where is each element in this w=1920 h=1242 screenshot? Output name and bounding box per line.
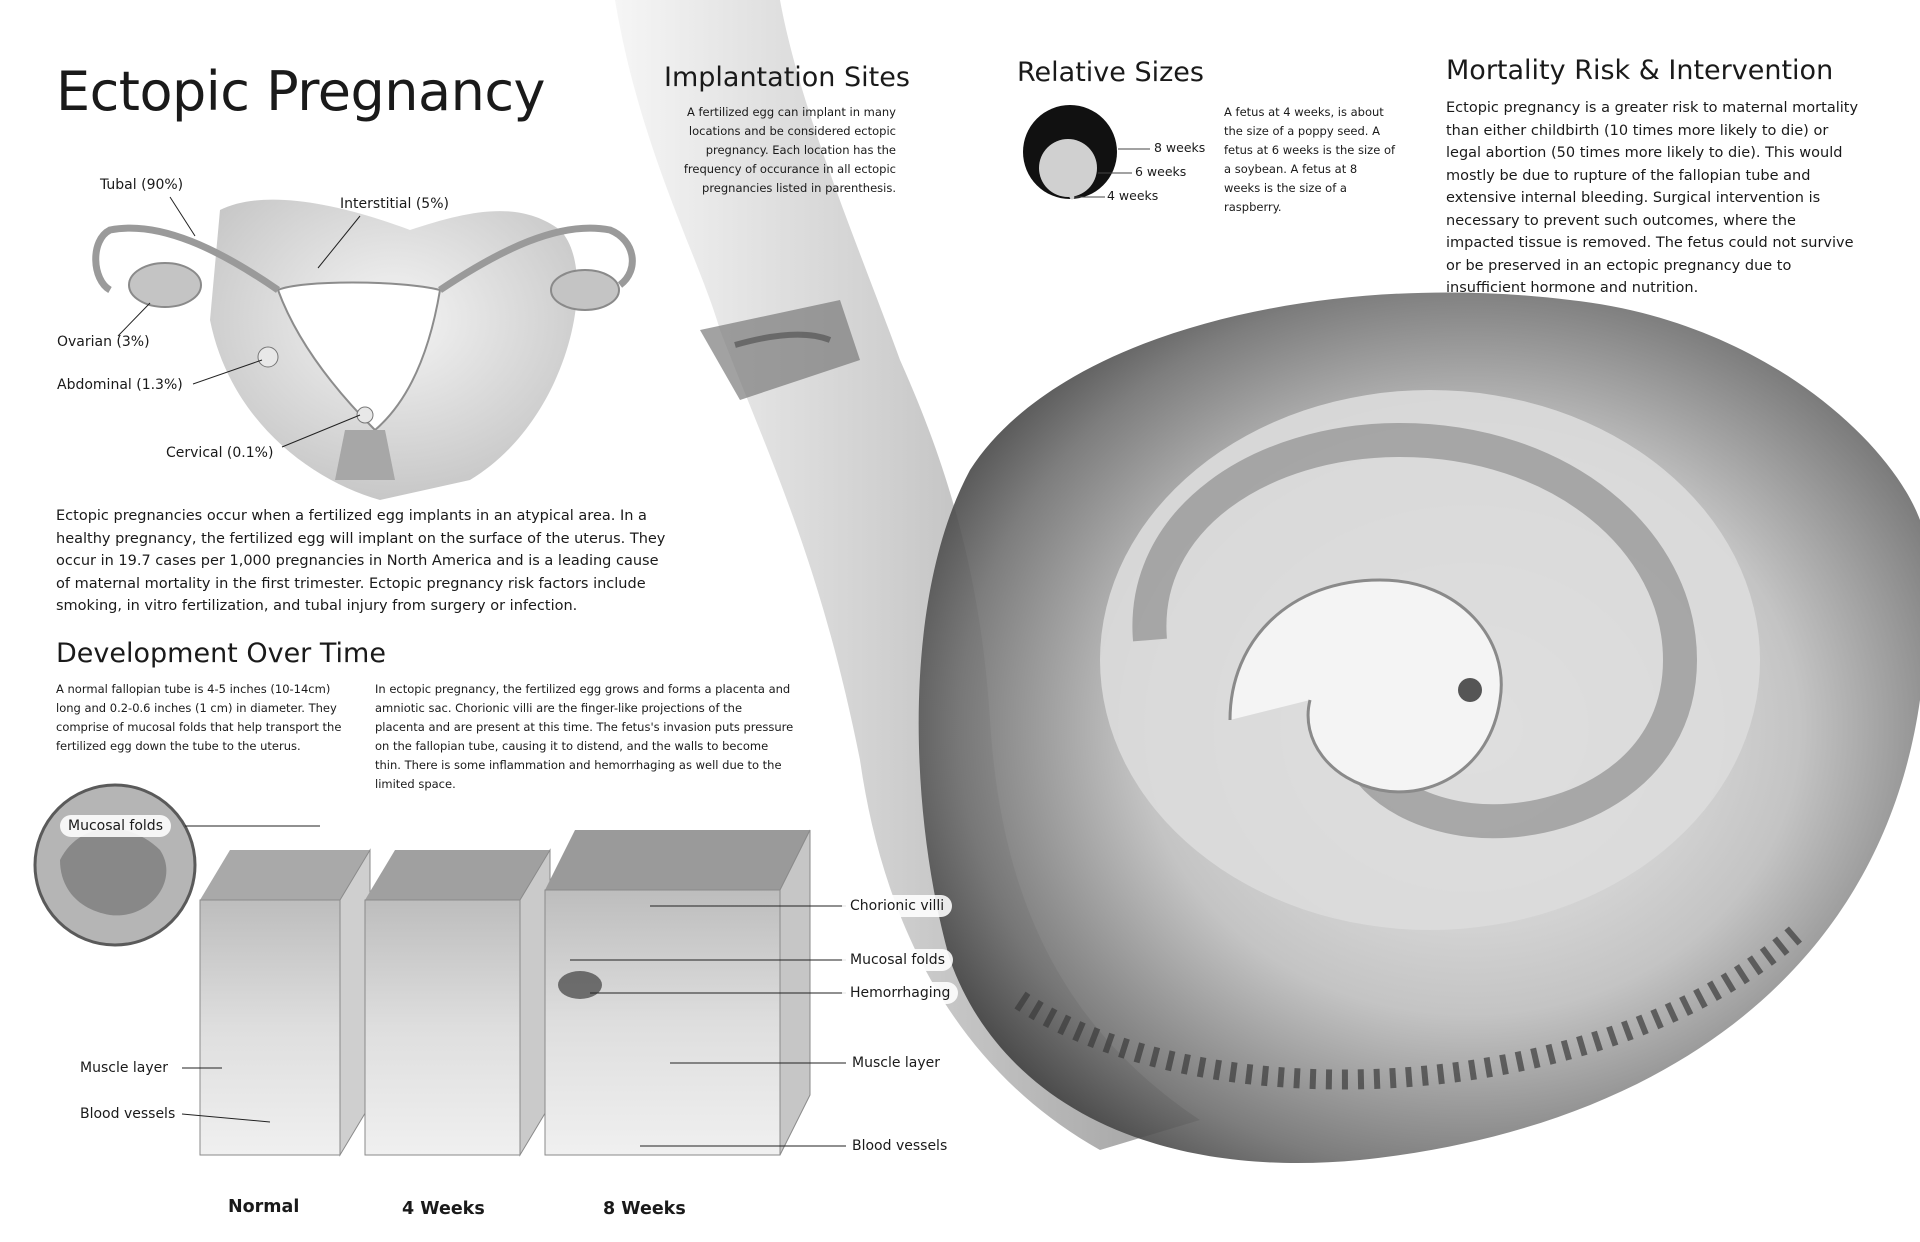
- label-ovarian: Ovarian (3%): [57, 334, 150, 350]
- implantation-text: A fertilized egg can implant in many loc…: [683, 105, 896, 195]
- label-blood-vessels-right: Blood vessels: [852, 1138, 948, 1154]
- leader-lines: [117, 196, 846, 1147]
- stage-caption-8-weeks: 8 Weeks: [603, 1199, 686, 1219]
- label-muscle-layer-right: Muscle layer: [852, 1055, 941, 1071]
- relative-sizes-text: A fetus at 4 weeks, is about the size of…: [1224, 105, 1396, 214]
- label-cervical: Cervical (0.1%): [166, 445, 274, 461]
- gestational-sac-illustration: [918, 292, 1920, 1164]
- label-mucosal-folds-right: Mucosal folds: [842, 949, 953, 971]
- development-text-ectopic: In ectopic pregnancy, the fertilized egg…: [375, 682, 794, 791]
- label-interstitial: Interstitial (5%): [340, 196, 449, 212]
- implantation-heading: Implantation Sites: [664, 62, 910, 93]
- label-tubal: Tubal (90%): [100, 177, 184, 193]
- stage-caption-normal: Normal: [228, 1197, 300, 1217]
- label-abdominal: Abdominal (1.3%): [57, 377, 183, 393]
- relative-size-circles: [1023, 105, 1150, 200]
- development-heading: Development Over Time: [56, 638, 386, 669]
- intro-paragraph: Ectopic pregnancies occur when a fertili…: [56, 508, 666, 614]
- fallopian-tube-illustration: [615, 0, 1200, 1150]
- relative-sizes-heading: Relative Sizes: [1017, 57, 1204, 88]
- tissue-blocks-diagram: [33, 783, 811, 1157]
- stage-caption-4-weeks: 4 Weeks: [402, 1199, 485, 1219]
- development-text-normal: A normal fallopian tube is 4-5 inches (1…: [56, 682, 342, 753]
- label-blood-vessels-left: Blood vessels: [80, 1106, 176, 1122]
- size-label-4-weeks: 4 weeks: [1107, 188, 1159, 203]
- page-title: Ectopic Pregnancy: [56, 60, 545, 123]
- size-label-6-weeks: 6 weeks: [1135, 164, 1187, 179]
- mortality-heading: Mortality Risk & Intervention: [1446, 55, 1834, 86]
- label-muscle-layer-left: Muscle layer: [80, 1060, 169, 1076]
- label-mucosal-folds-left: Mucosal folds: [60, 815, 171, 837]
- uterus-diagram: [92, 199, 636, 500]
- label-hemorrhaging: Hemorrhaging: [842, 982, 959, 1004]
- label-chorionic-villi: Chorionic villi: [842, 895, 953, 917]
- mortality-text: Ectopic pregnancy is a greater risk to m…: [1446, 100, 1859, 296]
- size-label-8-weeks: 8 weeks: [1154, 140, 1206, 155]
